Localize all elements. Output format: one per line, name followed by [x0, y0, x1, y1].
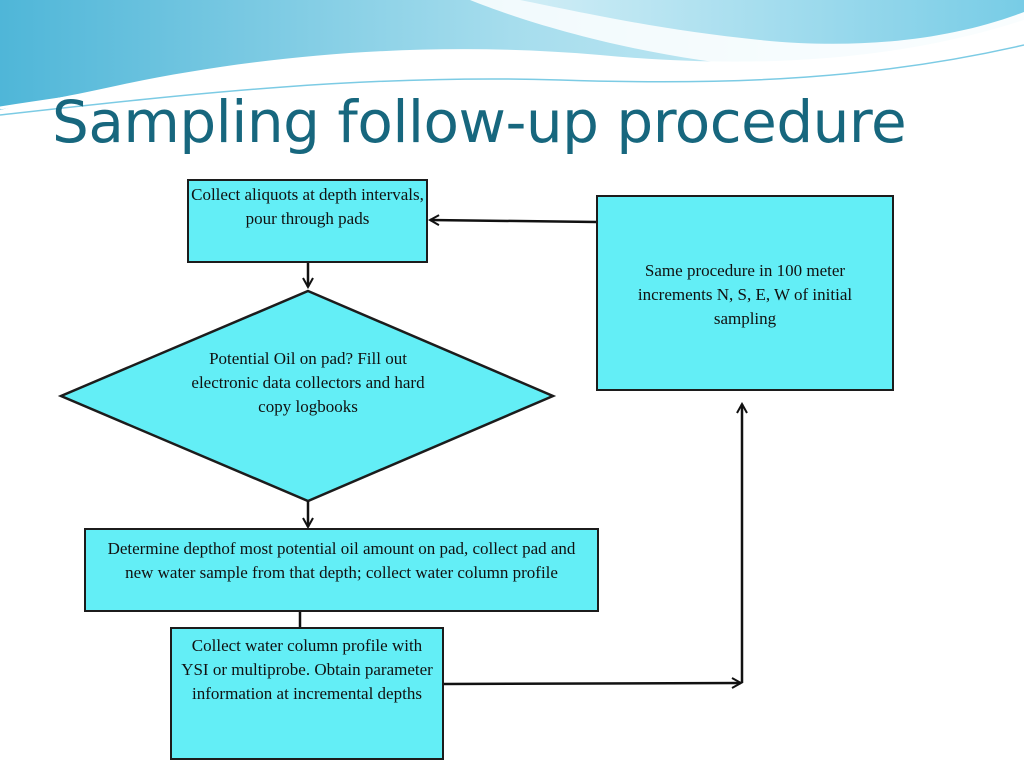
arrow-profile-to-right — [443, 683, 741, 684]
slide-title: Sampling follow-up procedure — [52, 88, 907, 156]
same-procedure-text: Same procedure in 100 meter increments N… — [637, 261, 853, 328]
potential-oil-text: Potential Oil on pad? Fill out electroni… — [191, 349, 425, 416]
collect-aliquots-text: Collect aliquots at depth intervals, pou… — [191, 185, 424, 228]
same-procedure-box: Same procedure in 100 meter increments N… — [596, 195, 894, 391]
collect-aliquots-box: Collect aliquots at depth intervals, pou… — [187, 179, 428, 263]
collect-profile-text: Collect water column profile with YSI or… — [181, 636, 433, 703]
arrow-same-procedure-to-aliquots — [430, 220, 598, 222]
determine-depth-text: Determine depthof most potential oil amo… — [107, 539, 576, 582]
collect-profile-box: Collect water column profile with YSI or… — [170, 627, 444, 760]
determine-depth-box: Determine depthof most potential oil amo… — [84, 528, 599, 612]
